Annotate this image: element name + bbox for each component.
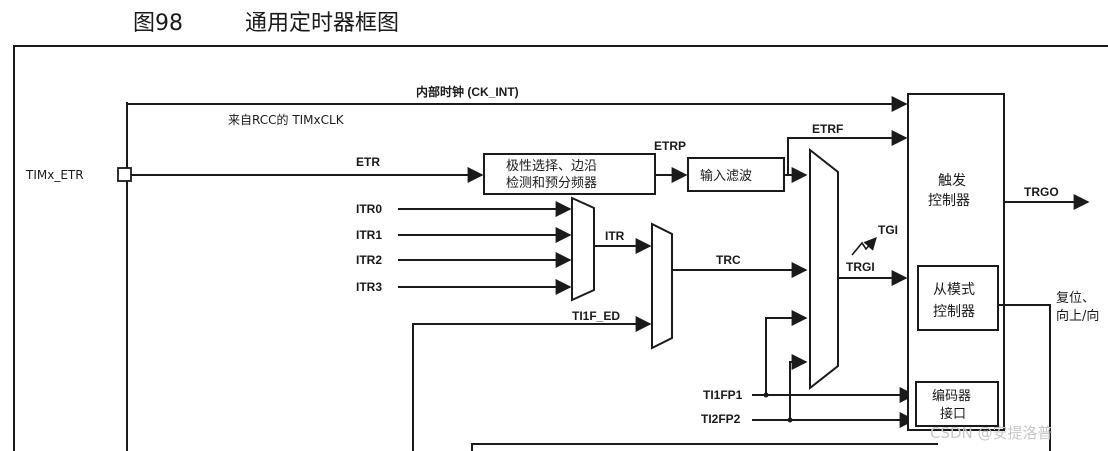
- encoder-text-1: 编码器: [932, 389, 971, 404]
- rcc-clk-label: 来自RCC的 TIMxCLK: [228, 112, 345, 127]
- polarity-text-1: 极性选择、边沿: [506, 159, 597, 174]
- ck-int-label: 内部时钟 (CK_INT): [416, 84, 519, 99]
- ti2fp2-to-mux: [789, 354, 808, 420]
- trc-mux: [651, 222, 673, 350]
- ti1fp1-to-mux: [765, 310, 808, 395]
- etrf-label: ETRF: [812, 122, 843, 136]
- ti2fp2-junction: [787, 417, 793, 423]
- trgi-label: TRGI: [846, 260, 875, 274]
- trc-label: TRC: [716, 253, 741, 267]
- itr1-label: ITR1: [356, 228, 382, 242]
- bottom-feedback-line: [471, 443, 938, 451]
- itr0-label: ITR0: [356, 202, 382, 216]
- itr-mux: [571, 196, 595, 302]
- tgi-label: TGI: [878, 223, 898, 237]
- reset-text-2: 向上/向: [1056, 308, 1099, 324]
- encoder-text-2: 接口: [940, 406, 966, 422]
- trigger-controller-block: [907, 93, 1005, 431]
- figure-number: 图98: [133, 11, 183, 36]
- ti1fp1-junction: [763, 392, 769, 398]
- diagram-frame: [13, 45, 1108, 451]
- figure-title: 通用定时器框图: [245, 11, 399, 36]
- polarity-text-2: 检测和预分频器: [506, 176, 597, 191]
- trigger-text-2: 控制器: [928, 193, 970, 209]
- trgo-label: TRGO: [1024, 185, 1059, 199]
- slave-text-2: 控制器: [933, 304, 975, 320]
- slave-text-1: 从模式: [933, 282, 975, 298]
- reset-text-1: 复位、: [1056, 291, 1095, 306]
- csdn-watermark: CSDN @安提洛普: [930, 424, 1053, 442]
- itr2-label: ITR2: [356, 253, 382, 267]
- itr3-label: ITR3: [356, 280, 382, 294]
- etr-pin: [117, 167, 132, 182]
- ti1fp1-label: TI1FP1: [703, 388, 743, 402]
- trgi-mux: [809, 147, 839, 391]
- reset-line: [998, 304, 1051, 451]
- ti1f-ed-label: TI1F_ED: [572, 309, 620, 323]
- etrp-label: ETRP: [654, 139, 686, 153]
- trigger-text-1: 触发: [938, 173, 966, 189]
- etrf-line: [787, 130, 908, 175]
- tgi-arrow: [851, 237, 877, 256]
- input-filter-text: 输入滤波: [700, 168, 752, 184]
- etr-label: ETR: [356, 155, 380, 169]
- polarity-prescaler-block: [483, 153, 656, 195]
- ti1f-ed-feedback: [412, 323, 572, 451]
- itr-label: ITR: [605, 229, 625, 243]
- timx-etr-label: TIMx_ETR: [25, 168, 84, 182]
- encoder-interface-block: [915, 381, 999, 427]
- ti2fp2-label: TI2FP2: [701, 412, 741, 426]
- slave-mode-block: [917, 265, 999, 331]
